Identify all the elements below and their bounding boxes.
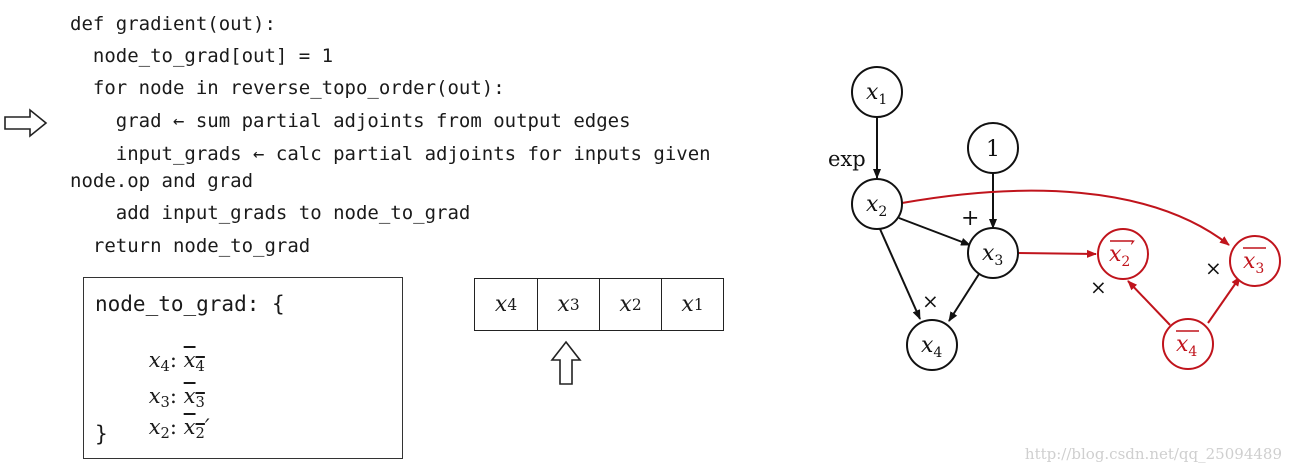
node-x3bar-label: x3 — [1243, 249, 1264, 277]
node-x2bar-label: x2′ — [1109, 238, 1135, 270]
edge-x4bar-x2bar — [1127, 280, 1171, 326]
node-x3-label: x3 — [982, 241, 1003, 269]
code-line-5: input_grads ← calc partial adjoints for … — [70, 143, 711, 165]
watermark: http://blog.csdn.net/qq_25094489 — [1024, 445, 1282, 463]
node-x1 — [851, 66, 903, 118]
code-line-1: def gradient(out): — [70, 13, 276, 35]
node-one — [967, 122, 1019, 174]
node-x4-label: x4 — [921, 333, 942, 361]
op-label-times-x3bar: × — [1205, 256, 1222, 280]
code-line-6: node.op and grad — [70, 170, 254, 192]
dict-entry-x2: x2: x2′ — [148, 415, 210, 442]
node-x4 — [906, 319, 958, 371]
dict-entry-x4: x4: x4 — [148, 348, 205, 375]
code-line-3: for node in reverse_topo_order(out): — [70, 77, 505, 99]
code-listing: def gradient(out): node_to_grad[out] = 1… — [70, 8, 711, 296]
code-line-8: return node_to_grad — [70, 235, 311, 257]
op-label-plus: + — [961, 206, 979, 231]
op-label-times-x4: × — [922, 289, 939, 313]
edge-x3-x2bar — [1017, 249, 1097, 258]
node-x4bar-label: x4 — [1176, 332, 1197, 360]
edge-x3-x4 — [948, 273, 980, 322]
node-x3 — [967, 227, 1019, 279]
code-line-4: grad ← sum partial adjoints from output … — [70, 110, 631, 132]
dict-header: node_to_grad: { — [95, 292, 285, 316]
dict-entry-x3: x3: x3 — [148, 384, 205, 411]
dict-footer: } — [95, 422, 108, 446]
node-to-grad-box: node_to_grad: { x4: x4 x3: x3 x2: x2′ } — [83, 277, 403, 459]
node-x3bar — [1229, 235, 1281, 287]
edge-x2-x3bar — [901, 189, 1230, 246]
stack-pointer-arrow-icon — [550, 340, 582, 385]
node-x4bar — [1162, 318, 1214, 370]
edge-x2-x3 — [898, 217, 971, 246]
code-line-7: add input_grads to node_to_grad — [70, 202, 471, 224]
node-x2 — [851, 178, 903, 230]
node-one-label: 1 — [986, 137, 1000, 162]
node-x2-label: x2 — [866, 192, 887, 220]
node-x1-label: x1 — [866, 80, 887, 108]
op-label-exp: exp — [828, 147, 866, 171]
current-line-arrow-icon — [4, 108, 48, 138]
code-line-2: node_to_grad[out] = 1 — [70, 45, 334, 67]
edge-x2-x4 — [879, 228, 921, 320]
op-label-times-x2bar: × — [1090, 275, 1107, 299]
edge-x4bar-x3bar — [1207, 276, 1241, 324]
